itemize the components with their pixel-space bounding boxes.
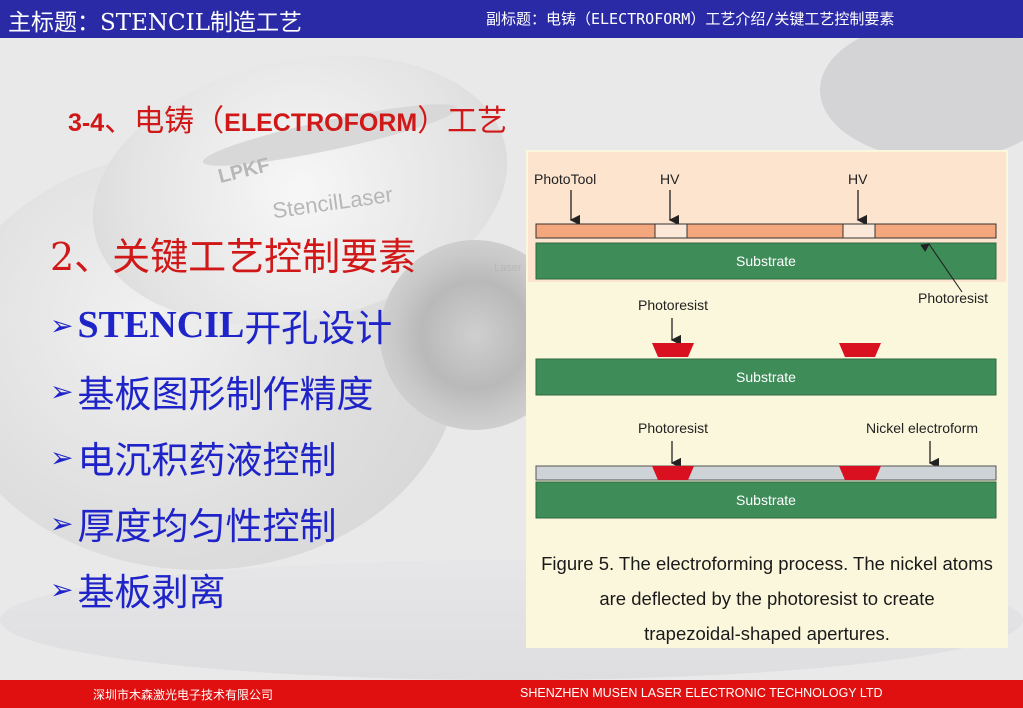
photoresist-block [652, 466, 694, 480]
section-title: 3-4、电铸（ELECTROFORM）工艺 [68, 96, 507, 140]
section-title-english: ELECTROFORM [224, 109, 418, 137]
bullet-arrow-icon: ➢ [50, 374, 74, 408]
section-title-suffix: ）工艺 [417, 104, 508, 139]
list-item-latin: STENCIL [77, 304, 245, 346]
photoresist-label-1: Photoresist [918, 290, 988, 306]
hv-label-2: HV [848, 171, 868, 187]
subtitle: 副标题：电铸（ELECTROFORM）工艺介绍/关键工艺控制要素 [486, 10, 895, 28]
hv-window [842, 223, 876, 239]
photoresist-label-2: Photoresist [638, 297, 708, 313]
caption-line: Figure 5. The electroforming process. Th… [541, 553, 993, 574]
substrate-label: Substrate [736, 253, 796, 269]
section-title-prefix: 电铸（ [134, 104, 225, 139]
nickel-layer [535, 465, 997, 481]
list-heading: 2、关键工艺控制要素 [50, 235, 417, 279]
list-item-text: 开孔设计 [244, 307, 393, 350]
bullet-arrow-icon: ➢ [50, 572, 74, 606]
list-item-text: 基板剥离 [77, 571, 226, 614]
company-name-cn: 深圳市木森激光电子技术有限公司 [93, 688, 274, 702]
photoresist-block [652, 343, 694, 357]
substrate-label: Substrate [736, 369, 796, 385]
phototool-label: PhotoTool [534, 171, 596, 187]
section-number: 3-4 [68, 109, 105, 137]
photoresist-label-3: Photoresist [638, 420, 708, 436]
background-text: Laser [494, 262, 522, 274]
list-item: ➢电沉积药液控制 [50, 424, 392, 490]
substrate-layer [535, 242, 997, 280]
caption-line: are deflected by the photoresist to crea… [599, 588, 935, 609]
footer-bar: 深圳市木森激光电子技术有限公司 SHENZHEN MUSEN LASER ELE… [0, 680, 1023, 708]
list-item: ➢基板图形制作精度 [50, 358, 392, 424]
electroforming-figure: PhotoTool HV HV Substrate Photoresist Ph… [526, 150, 1008, 648]
header-bar: 主标题：STENCIL制造工艺 副标题：电铸（ELECTROFORM）工艺介绍/… [0, 0, 1023, 38]
bullet-arrow-icon: ➢ [50, 308, 74, 342]
nickel-label: Nickel electroform [866, 420, 978, 436]
process-diagram: PhotoTool HV HV Substrate Photoresist Ph… [528, 152, 1006, 519]
hv-window [654, 223, 688, 239]
phototool-layer [535, 223, 997, 239]
main-title: 主标题：STENCIL制造工艺 [8, 10, 302, 36]
list-item-text: 电沉积药液控制 [77, 439, 337, 482]
substrate-label: Substrate [736, 492, 796, 508]
company-name-en: SHENZHEN MUSEN LASER ELECTRONIC TECHNOLO… [520, 686, 883, 700]
substrate-layer [535, 358, 997, 396]
list-item: ➢基板剥离 [50, 556, 392, 622]
caption-line: trapezoidal-shaped apertures. [644, 623, 890, 644]
section-separator: 、 [104, 104, 135, 139]
background-shape [820, 20, 1023, 160]
list-item-text: 厚度均匀性控制 [77, 505, 337, 548]
list-item-text: 基板图形制作精度 [77, 373, 374, 416]
bullet-arrow-icon: ➢ [50, 440, 74, 474]
figure-caption: Figure 5. The electroforming process. Th… [526, 546, 1008, 651]
photoresist-block [839, 466, 881, 480]
list-item: ➢厚度均匀性控制 [50, 490, 392, 556]
hv-label-1: HV [660, 171, 680, 187]
bullet-arrow-icon: ➢ [50, 506, 74, 540]
photoresist-block [839, 343, 881, 357]
substrate-layer [535, 481, 997, 519]
